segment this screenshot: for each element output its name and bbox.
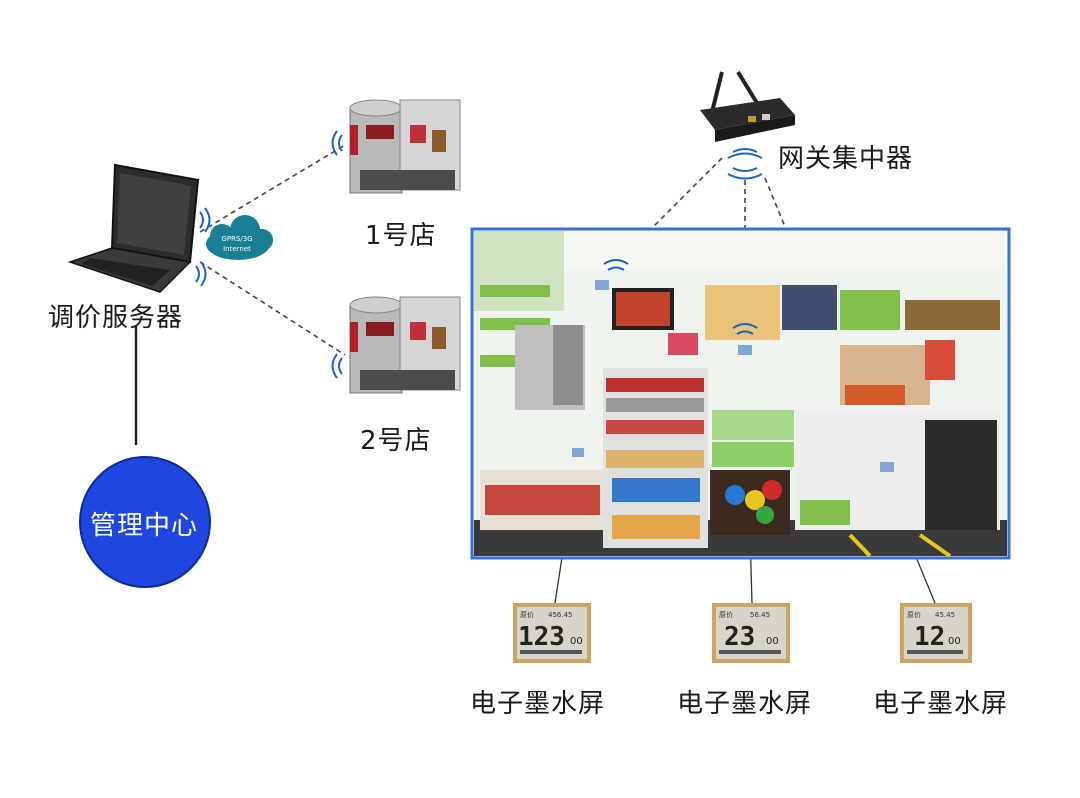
esl-display-1: 原价 456.45 123 00 [513,603,591,663]
esl-label-3: 电子墨水屏 [873,689,1009,719]
cloud-label-line2: Internet [223,245,251,253]
management-center-label: 管理中心 [89,511,198,541]
cloud-label-line1: GPRS/3G [221,235,252,243]
laptop-icon [67,163,200,293]
store-interior-image [470,227,1011,560]
esl-1-price-main: 123 [518,622,565,652]
store2-building-icon [331,296,461,394]
management-center-circle [79,456,211,588]
wifi-signal-icon [195,207,211,287]
gateway-router-icon [700,70,795,180]
server-to-store2-link [199,261,346,356]
store1-building-icon [331,99,461,194]
esl-1-price-top: 456.45 [548,611,573,619]
esl-1-price-cents: 00 [570,636,583,647]
esl-2-price-top: 56.45 [750,611,770,619]
server-to-store1-link [199,144,346,233]
cloud-icon: GPRS/3G Internet [206,215,273,260]
esl-display-2: 原价 56.45 23 00 [712,603,790,663]
store2-label: 2号店 [360,426,432,456]
esl-label-1: 电子墨水屏 [470,689,606,719]
esl-3-price-cents: 00 [948,636,961,647]
esl-3-price-main: 12 [914,622,945,652]
store1-label: 1号店 [365,221,437,251]
esl-1-price-label: 原价 [520,611,534,619]
esl-3-price-label: 原价 [907,611,921,619]
esl-2-price-main: 23 [724,622,755,652]
gateway-label: 网关集中器 [778,144,914,174]
esl-2-price-label: 原价 [719,611,733,619]
esl-3-price-top: 45.45 [935,611,955,619]
server-label: 调价服务器 [48,303,184,333]
esl-label-2: 电子墨水屏 [677,689,813,719]
esl-2-price-cents: 00 [766,636,779,647]
esl-display-3: 原价 45.45 12 00 [900,603,972,663]
